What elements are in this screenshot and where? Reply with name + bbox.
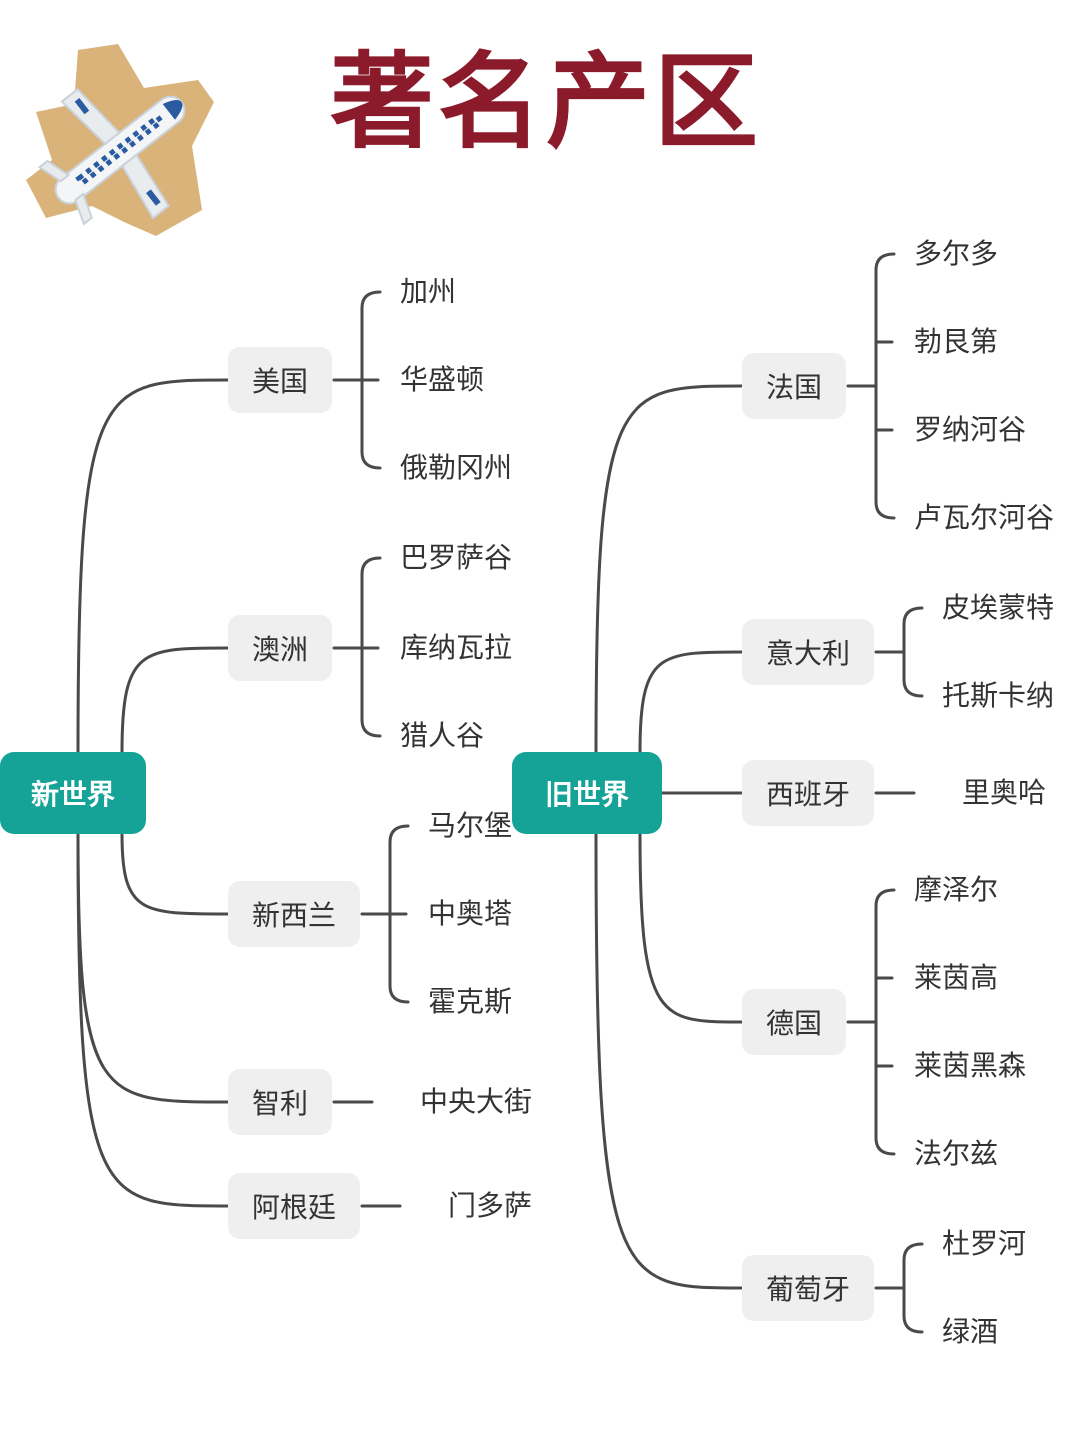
region-label: 皮埃蒙特 bbox=[942, 591, 1055, 624]
region-label: 摩泽尔 bbox=[914, 873, 999, 906]
country-connector bbox=[638, 832, 744, 1024]
country-node: 澳洲 bbox=[228, 615, 332, 681]
region-bracket bbox=[874, 888, 896, 1156]
region-label: 马尔堡 bbox=[428, 809, 513, 842]
region-label: 里奥哈 bbox=[962, 776, 1047, 809]
region-label: 猎人谷 bbox=[400, 719, 485, 752]
country-connector bbox=[120, 646, 230, 754]
region-label: 绿酒 bbox=[942, 1315, 999, 1348]
region-label: 中奥塔 bbox=[428, 897, 513, 930]
country-connector bbox=[594, 384, 744, 754]
country-node: 新西兰 bbox=[228, 881, 360, 947]
country-connector bbox=[120, 832, 230, 916]
region-label: 中央大街 bbox=[420, 1085, 533, 1118]
region-label: 巴罗萨谷 bbox=[400, 541, 513, 574]
region-label: 罗纳河谷 bbox=[914, 413, 1027, 446]
country-node: 智利 bbox=[228, 1069, 332, 1135]
region-label: 莱茵高 bbox=[914, 961, 999, 994]
country-node: 法国 bbox=[742, 353, 846, 419]
region-label: 杜罗河 bbox=[942, 1227, 1027, 1260]
country-connector bbox=[638, 650, 744, 754]
country-node: 意大利 bbox=[742, 619, 874, 685]
country-node: 阿根廷 bbox=[228, 1173, 360, 1239]
old-world-root: 旧世界 bbox=[512, 752, 662, 834]
country-node: 美国 bbox=[228, 347, 332, 413]
region-bracket bbox=[874, 252, 896, 520]
country-node: 西班牙 bbox=[742, 760, 874, 826]
region-label: 卢瓦尔河谷 bbox=[914, 501, 1055, 534]
region-label: 托斯卡纳 bbox=[942, 679, 1055, 712]
region-label: 法尔兹 bbox=[914, 1137, 999, 1170]
region-label: 多尔多 bbox=[914, 237, 999, 270]
country-connector bbox=[76, 832, 230, 1208]
region-label: 库纳瓦拉 bbox=[400, 631, 513, 664]
country-node: 葡萄牙 bbox=[742, 1255, 874, 1321]
region-label: 俄勒冈州 bbox=[400, 451, 513, 484]
region-bracket bbox=[902, 606, 924, 698]
country-node: 德国 bbox=[742, 989, 846, 1055]
region-label: 门多萨 bbox=[448, 1189, 533, 1222]
region-label: 霍克斯 bbox=[428, 985, 513, 1018]
region-label: 莱茵黑森 bbox=[914, 1049, 1027, 1082]
region-label: 华盛顿 bbox=[400, 363, 485, 396]
region-bracket bbox=[902, 1242, 924, 1334]
region-label: 加州 bbox=[400, 275, 457, 308]
new-world-root: 新世界 bbox=[0, 752, 146, 834]
country-connector bbox=[76, 832, 230, 1104]
page-title: 著名产区 bbox=[330, 41, 763, 163]
region-label: 勃艮第 bbox=[914, 325, 999, 358]
country-connector bbox=[76, 378, 230, 754]
airplane-icon bbox=[26, 44, 214, 236]
country-connector bbox=[594, 832, 744, 1290]
